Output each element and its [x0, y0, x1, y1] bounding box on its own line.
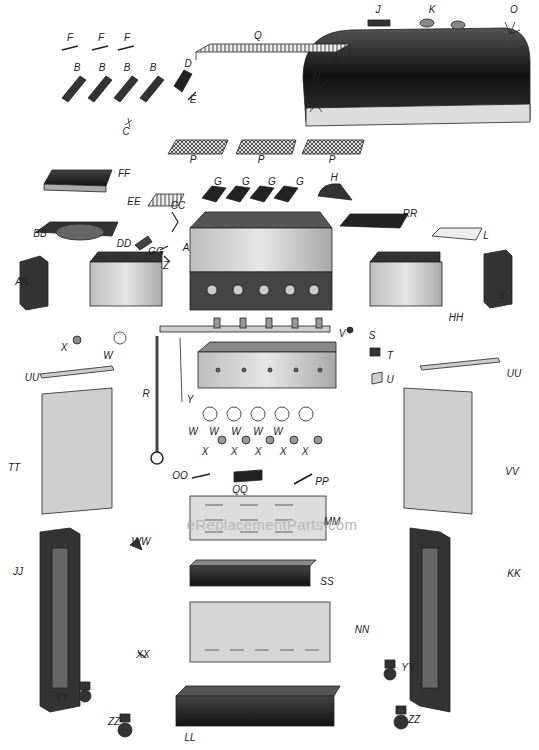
- callout-letter: I: [525, 91, 528, 101]
- callout-letter: A: [183, 243, 190, 253]
- callout-letter: VV: [505, 467, 518, 477]
- callout-letter: KK: [507, 569, 520, 579]
- callout-letter: P: [190, 155, 197, 165]
- callout-letter: Q: [254, 31, 262, 41]
- callout-letter: W: [273, 427, 282, 437]
- callout-letter: II: [499, 291, 505, 301]
- callout-letter: S: [369, 331, 376, 341]
- callout-letter: W: [103, 351, 112, 361]
- callout-letter: ZZ: [108, 717, 120, 727]
- callout-letter: J: [376, 5, 381, 15]
- callout-letter: T: [387, 351, 393, 361]
- callout-letter: DD: [117, 239, 131, 249]
- callout-letter: OO: [172, 471, 188, 481]
- callout-letter: Z: [163, 261, 169, 271]
- callout-letter: W: [231, 427, 240, 437]
- callout-letter: CC: [171, 201, 185, 211]
- callout-letter: G: [214, 177, 222, 187]
- callout-letter: M: [308, 93, 316, 103]
- callout-letter: X: [255, 447, 262, 457]
- callout-letter: RR: [403, 209, 417, 219]
- callout-letter: K: [429, 5, 436, 15]
- callout-letter: U: [386, 375, 393, 385]
- callout-letter: LL: [184, 733, 195, 743]
- callout-letter: F: [124, 33, 130, 43]
- callout-letter: F: [98, 33, 104, 43]
- callout-letter: P: [329, 155, 336, 165]
- callout-letter: GG: [148, 247, 164, 257]
- callout-letter: BB: [33, 229, 46, 239]
- callout-letter: W: [253, 427, 262, 437]
- callout-letter: W: [209, 427, 218, 437]
- callout-letter: R: [142, 389, 149, 399]
- callout-letter: G: [242, 177, 250, 187]
- callout-letter: TT: [8, 463, 20, 473]
- callout-letter: B: [99, 63, 106, 73]
- callout-letter: P: [258, 155, 265, 165]
- callout-letter: E: [190, 95, 197, 105]
- callout-letter: B: [124, 63, 131, 73]
- callout-letter: AA: [15, 277, 28, 287]
- callout-letter: X: [61, 343, 68, 353]
- callout-letter: X: [280, 447, 287, 457]
- callout-letter: PP: [315, 477, 328, 487]
- callout-letter: NN: [355, 625, 369, 635]
- callout-letter: D: [184, 59, 191, 69]
- callout-letter: C: [122, 127, 129, 137]
- watermark: eReplacementParts.com: [187, 517, 358, 532]
- callout-letter: V: [339, 329, 346, 339]
- callout-letter: WW: [132, 537, 151, 547]
- callout-letter: QQ: [232, 485, 248, 495]
- callout-letter: O: [510, 5, 518, 15]
- callout-letter: H: [330, 173, 337, 183]
- callout-letter: X: [231, 447, 238, 457]
- callout-letter: SS: [320, 577, 333, 587]
- callout-letter: X: [202, 447, 209, 457]
- callout-letter: X: [302, 447, 309, 457]
- callout-letter: F: [67, 33, 73, 43]
- callout-letter: UU: [25, 373, 39, 383]
- callout-letter: G: [268, 177, 276, 187]
- callout-letter: FF: [118, 169, 130, 179]
- callout-letter: YY: [401, 663, 414, 673]
- callout-letter: B: [150, 63, 157, 73]
- callout-letter: Y: [187, 395, 194, 405]
- callout-letter: EE: [127, 197, 140, 207]
- callout-letter: L: [483, 231, 489, 241]
- callout-letter: N: [312, 73, 319, 83]
- callout-letter: W: [188, 427, 197, 437]
- callout-letter: B: [74, 63, 81, 73]
- callout-letter: XX: [136, 650, 149, 660]
- callout-letter: G: [296, 177, 304, 187]
- callout-letter: UU: [507, 369, 521, 379]
- callout-letter: HH: [449, 313, 463, 323]
- callout-letter: YY: [55, 693, 68, 703]
- callout-letter: ZZ: [408, 715, 420, 725]
- callout-letter: JJ: [13, 567, 23, 577]
